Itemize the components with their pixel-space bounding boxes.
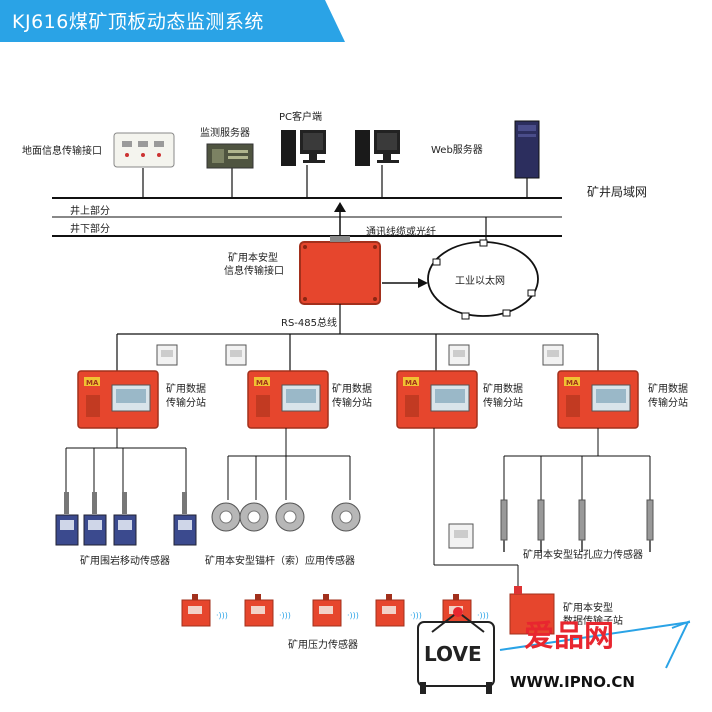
- junction-box: [156, 344, 178, 366]
- under-ground-label: 井下部分: [70, 224, 110, 235]
- pressure-sensor: ·))): [375, 594, 422, 627]
- svg-text:·))): ·))): [279, 611, 291, 620]
- ethernet-ring: [427, 239, 539, 320]
- substation-4-label-1: 矿用数据: [648, 384, 688, 395]
- anchor-sensor: [331, 502, 361, 532]
- watermark-cn: 爱品网: [524, 619, 614, 654]
- monitor-server-device: [206, 143, 254, 169]
- drill-sensor: [646, 499, 654, 552]
- anchor-sensor-label: 矿用本安型锚杆（索）应用传感器: [205, 556, 355, 567]
- top-connectors: [142, 165, 528, 243]
- watermark-logo: [417, 607, 691, 694]
- rock-sensor: [83, 492, 107, 546]
- page-title: KJ616煤矿顶板动态监测系统: [12, 11, 264, 33]
- junction-boxes: [156, 344, 564, 366]
- ground-interface-label: 地面信息传输接口: [22, 146, 102, 157]
- svg-text:·))): ·))): [410, 611, 422, 620]
- svg-text:MA: MA: [566, 379, 579, 387]
- rock-wiring: [65, 428, 651, 592]
- substation-2: MA: [247, 370, 329, 429]
- substation-4-label-2: 传输分站: [648, 398, 688, 409]
- substation-b-label-2: 数据传输子站: [563, 616, 623, 627]
- pressure-sensor: ·))): [244, 594, 291, 627]
- watermark-url: WWW.IPNO.CN: [510, 673, 635, 691]
- pressure-sensor-label: 矿用压力传感器: [288, 640, 358, 651]
- drill-sensor: [578, 499, 586, 552]
- anchor-sensor: [275, 502, 305, 532]
- pressure-sensor: ·))): [181, 594, 228, 627]
- web-server-device: [514, 120, 540, 179]
- junction-box: [448, 344, 470, 366]
- svg-text:·))): ·))): [216, 611, 228, 620]
- substation-1-label-2: 传输分站: [166, 398, 206, 409]
- ethernet-label: 工业以太网: [455, 276, 505, 287]
- rs485-bus: [116, 304, 599, 371]
- drill-sensor: [537, 499, 545, 552]
- substation-3-label-2: 传输分站: [483, 398, 523, 409]
- safe-interface-label-1: 矿用本安型: [228, 253, 278, 264]
- mine-lan-label: 矿井局域网: [587, 185, 648, 199]
- anchor-sensors: [211, 502, 361, 532]
- pc-client-label: PC客户端: [279, 112, 323, 123]
- substation-4: MA: [557, 370, 639, 429]
- substation-b-device: [509, 586, 555, 635]
- drill-sensor-label: 矿用本安型钻孔应力传感器: [523, 550, 643, 561]
- safe-interface-label-2: 信息传输接口: [224, 266, 284, 277]
- drill-sensors: [500, 499, 654, 552]
- substation-1: MA: [77, 370, 159, 429]
- anchor-sensor: [211, 502, 241, 532]
- substations: MA MA MA MA: [77, 370, 639, 429]
- ground-interface-device: [113, 132, 175, 168]
- monitor-server-label: 监测服务器: [200, 128, 250, 139]
- watermark-love: LOVE: [424, 642, 482, 666]
- safe-interface-device: [299, 236, 381, 305]
- svg-text:MA: MA: [256, 379, 269, 387]
- title-banner: [0, 0, 345, 42]
- substation-3: MA: [396, 370, 478, 429]
- rock-sensors: [55, 492, 197, 546]
- above-ground-label: 井上部分: [70, 206, 110, 217]
- rock-sensor: [55, 492, 79, 546]
- svg-text:MA: MA: [405, 379, 418, 387]
- substation-3-label-1: 矿用数据: [483, 384, 523, 395]
- right-arrow: [382, 278, 428, 288]
- drill-sensor: [500, 499, 508, 552]
- pc-client-2: [355, 130, 400, 166]
- pressure-sensors: ·))) ·))) ·))) ·))) ·))): [181, 594, 489, 627]
- svg-text:·))): ·))): [347, 611, 359, 620]
- comm-cable-label: 通讯线缆或光纤: [366, 227, 436, 238]
- rs485-label: RS-485总线: [281, 318, 337, 329]
- svg-text:·))): ·))): [477, 611, 489, 620]
- substation-2-label-1: 矿用数据: [332, 384, 372, 395]
- web-server-label: Web服务器: [431, 145, 483, 156]
- rock-sensor-label: 矿用围岩移动传感器: [80, 556, 170, 567]
- substation-1-label-1: 矿用数据: [166, 384, 206, 395]
- junction-box: [225, 344, 247, 366]
- substation-b-label-1: 矿用本安型: [563, 603, 613, 614]
- substation-2-label-2: 传输分站: [332, 398, 372, 409]
- rock-sensor: [113, 492, 137, 546]
- pc-client-1: [281, 130, 326, 166]
- svg-text:MA: MA: [86, 379, 99, 387]
- anchor-sensor: [239, 502, 269, 532]
- pressure-sensor: ·))): [312, 594, 359, 627]
- junction-box-b: [448, 523, 474, 549]
- rock-sensor: [173, 492, 197, 546]
- junction-box: [542, 344, 564, 366]
